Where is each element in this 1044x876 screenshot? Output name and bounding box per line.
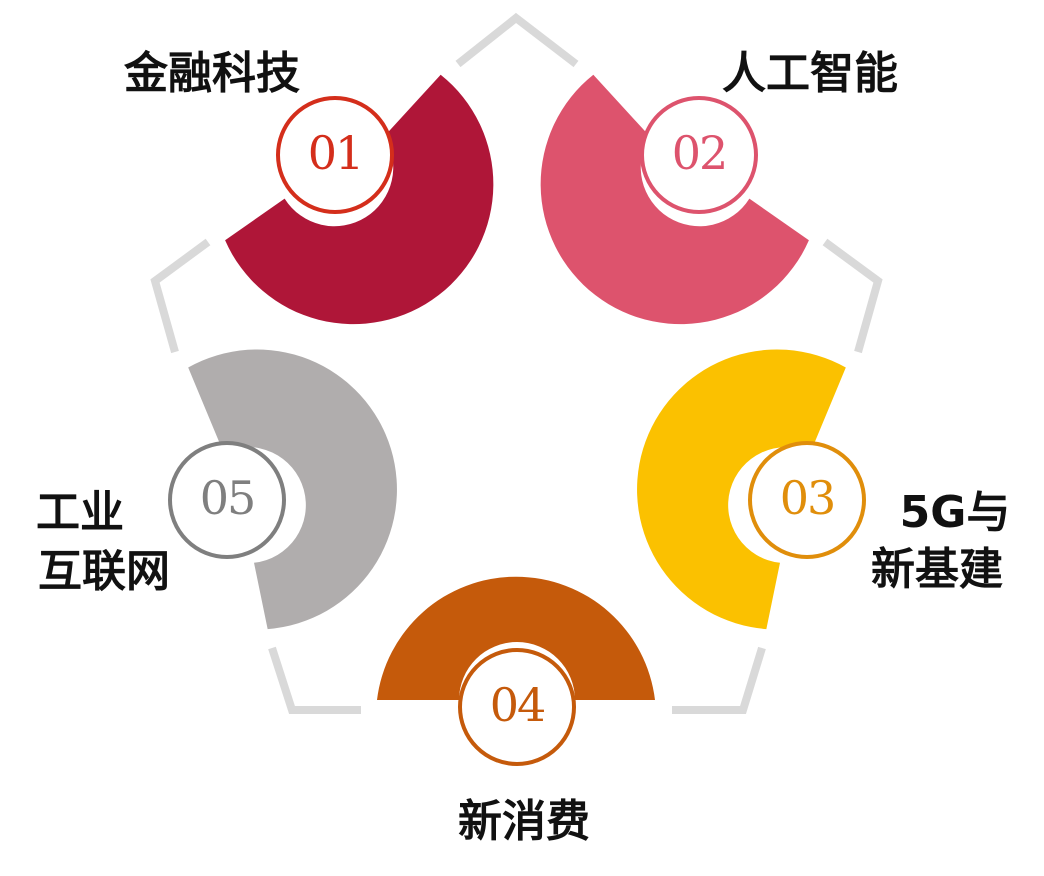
node-05-label-line-2: 互联网 bbox=[38, 546, 170, 597]
node-03-ring bbox=[748, 441, 866, 559]
node-03-arc bbox=[637, 349, 846, 630]
node-04: 04 新消费 bbox=[377, 576, 655, 847]
node-01-arc bbox=[225, 74, 494, 325]
node-03: 03 5G与 新基建 bbox=[637, 349, 1011, 630]
node-05-number: 05 bbox=[200, 471, 255, 525]
node-03-number: 03 bbox=[780, 471, 835, 525]
node-05-label-line-1: 工业 bbox=[36, 487, 124, 538]
node-01: 01 金融科技 bbox=[123, 48, 494, 325]
node-04-arc bbox=[377, 576, 655, 700]
node-05-ring bbox=[168, 441, 286, 559]
node-02: 02 人工智能 bbox=[540, 48, 898, 325]
connector-lower-right bbox=[672, 646, 766, 714]
node-03-label-line-1: 5G与 bbox=[900, 487, 1011, 538]
node-04-number: 04 bbox=[490, 678, 545, 732]
node-02-label: 人工智能 bbox=[722, 48, 898, 99]
connector-top bbox=[455, 12, 579, 68]
connector-upper-left bbox=[150, 238, 211, 354]
connector-upper-right bbox=[822, 238, 883, 354]
node-02-number: 02 bbox=[672, 126, 727, 180]
node-04-ring bbox=[458, 648, 576, 766]
node-01-number: 01 bbox=[308, 126, 363, 180]
node-05-arc bbox=[188, 349, 397, 630]
node-03-label-line-2: 新基建 bbox=[871, 544, 1003, 595]
node-02-arc bbox=[540, 74, 809, 325]
node-05: 05 工业 互联网 bbox=[36, 349, 397, 630]
pentagon-outline bbox=[150, 12, 883, 714]
node-02-ring bbox=[640, 96, 758, 214]
connector-lower-left bbox=[268, 646, 361, 714]
node-01-ring bbox=[276, 96, 394, 214]
node-04-label: 新消费 bbox=[458, 796, 590, 847]
node-01-label: 金融科技 bbox=[123, 48, 300, 99]
